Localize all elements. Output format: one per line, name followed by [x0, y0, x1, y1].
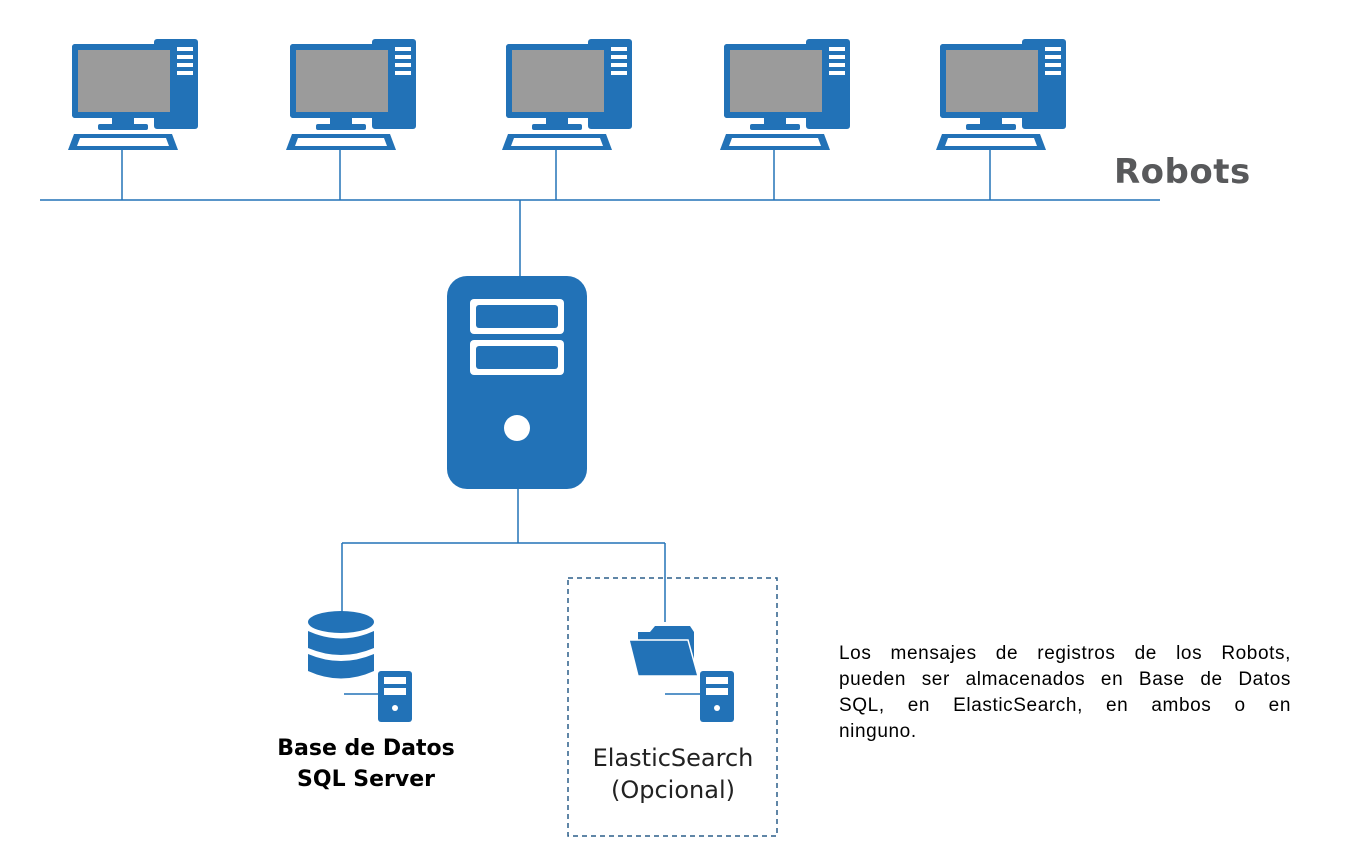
robots-label: Robots — [1114, 152, 1251, 192]
optional-elasticsearch-box — [567, 577, 778, 837]
robot-computer-icon — [501, 38, 633, 201]
robot-computer-icon — [719, 38, 851, 201]
database-icon — [308, 611, 378, 695]
folder-icon — [628, 626, 700, 695]
robot-computer-icon — [67, 38, 199, 201]
elasticsearch-label: ElasticSearch (Opcional) — [568, 742, 778, 806]
server-icon — [447, 276, 587, 489]
db-server-icon — [378, 671, 412, 722]
database-label: Base de Datos SQL Server — [236, 733, 496, 795]
database-label-line1: Base de Datos — [277, 736, 455, 761]
elasticsearch-label-line1: ElasticSearch — [592, 744, 754, 772]
elasticsearch-label-line2: (Opcional) — [611, 776, 735, 804]
database-label-line2: SQL Server — [297, 767, 435, 792]
es-server-icon — [700, 671, 734, 722]
robot-computer-icon — [285, 38, 417, 201]
robot-computer-icon — [935, 38, 1067, 201]
storage-note: Los mensajes de registros de los Robots,… — [839, 643, 1291, 742]
